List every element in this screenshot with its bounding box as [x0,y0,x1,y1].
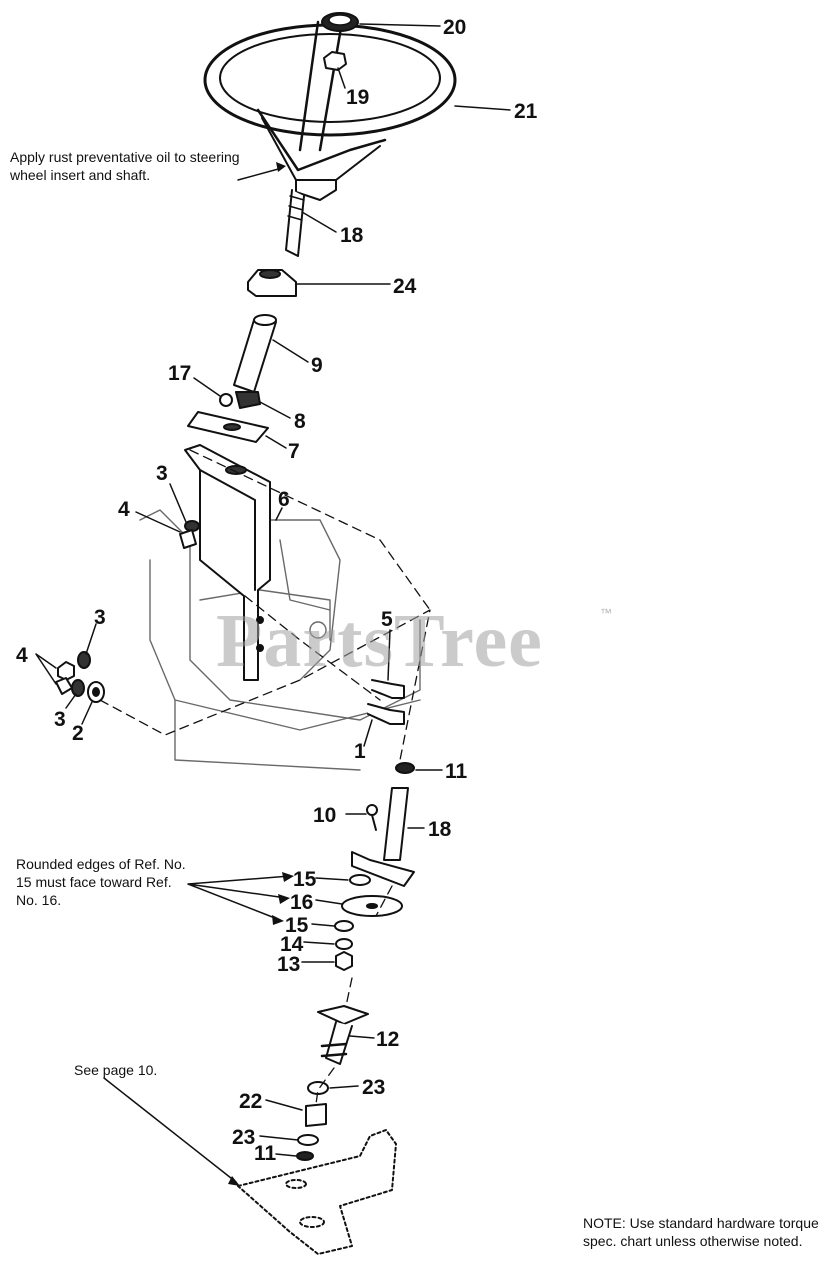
bearing-and-screw [219,391,261,409]
shaft-washers-and-nuts [334,874,403,971]
callout-17: 17 [168,362,191,385]
callout-18-upper: 18 [340,224,364,247]
callout-11-upper: 11 [445,760,468,783]
rounded-edges-note: Rounded edges of Ref. No. 15 must face t… [16,856,186,908]
bracket-bolts [367,679,405,725]
mounting-plate [187,411,269,443]
steering-support-bracket [184,444,271,681]
callout-20: 20 [443,16,466,39]
lower-steering-shaft [351,787,415,887]
spring-washer [395,762,415,774]
callout-21: 21 [514,100,538,123]
callout-2: 2 [72,722,84,745]
callout-23-lower: 23 [232,1126,255,1149]
steering-wheel [203,20,457,201]
callout-4-left: 4 [16,644,28,667]
steering-bushing [247,269,297,297]
callout-13: 13 [277,953,300,976]
callout-7: 7 [288,440,300,463]
upper-steering-shaft [285,189,305,257]
callout-3-right: 3 [94,606,106,629]
callout-22: 22 [239,1090,262,1113]
partstree-watermark: PartsTree [216,599,543,683]
callout-12: 12 [376,1028,399,1051]
trademark-symbol: ™ [600,606,612,620]
leader-lines [35,23,511,1183]
torque-spec-note: NOTE: Use standard hardware torque spec.… [583,1215,819,1249]
callout-11-lower: 11 [254,1142,277,1165]
callout-19: 19 [346,86,369,109]
callout-14: 14 [280,933,304,956]
lower-spacer-and-washers [296,1103,327,1161]
left-hardware-group [55,651,105,703]
steering-gear-plate [237,1129,397,1255]
rust-oil-note: Apply rust preventative oil to steering … [10,149,240,183]
callout-3-upper: 3 [156,462,168,485]
steering-tube [233,314,277,393]
pinion-gear-shaft [307,1005,369,1095]
callout-18-lower: 18 [428,818,452,841]
callout-5: 5 [381,608,393,631]
callout-numbers: 20 19 21 18 24 9 17 8 7 6 3 4 3 4 3 2 5 … [16,16,538,1165]
arrowheads [228,162,294,1186]
callout-23-upper: 23 [362,1076,385,1099]
steering-wheel-cap [321,12,359,32]
callout-4-upper: 4 [118,498,130,521]
steering-wheel-nut [323,51,347,71]
tractor-frame-outline [139,509,421,771]
callout-3-left: 3 [54,708,66,731]
bracket-nut-washer [179,520,200,549]
callout-10: 10 [313,804,336,827]
callout-16: 16 [290,891,313,914]
callout-15-upper: 15 [293,868,317,891]
callout-8: 8 [294,410,306,433]
callout-15-lower: 15 [285,914,309,937]
callout-9: 9 [311,354,323,377]
callout-24: 24 [393,275,417,298]
assembly-lines [99,449,431,1105]
see-page-note: See page 10. [74,1062,158,1078]
callout-6: 6 [278,488,290,511]
callout-1: 1 [354,740,366,763]
